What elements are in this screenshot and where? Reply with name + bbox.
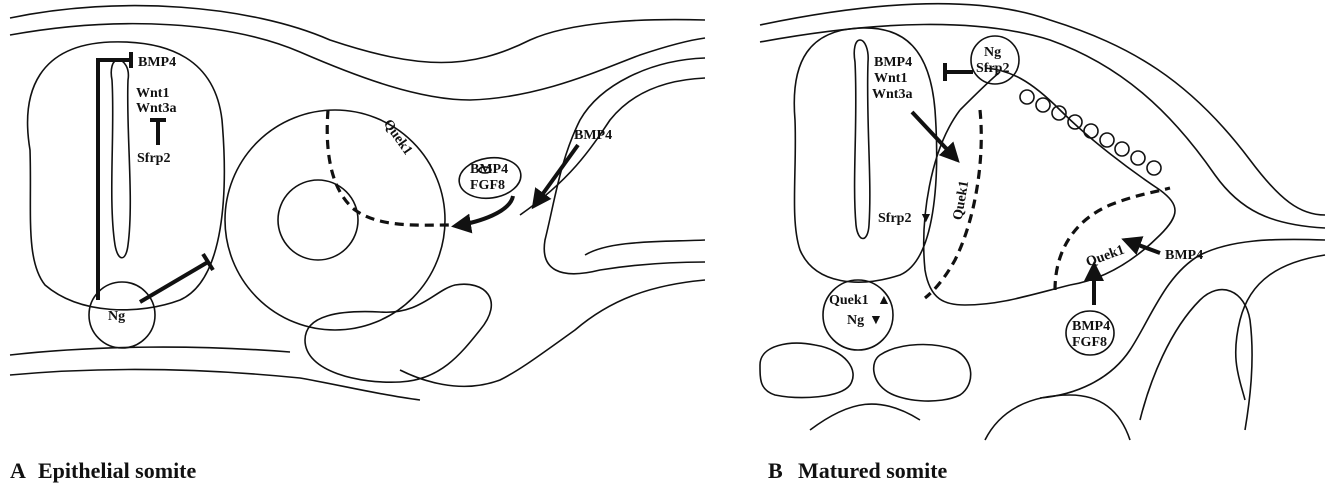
somite-inner — [278, 180, 358, 260]
label-ng-notochord-b: Ng — [847, 313, 864, 328]
label-quek1-left-b: Quek1 — [951, 180, 973, 222]
panel-a: BMP4 Wnt1 Wnt3a Sfrp2 Quek1 BMP4 FGF8 BM… — [10, 6, 705, 483]
lateral-inner-line-2 — [585, 240, 705, 255]
label-bmp4-lateral-b: BMP4 — [1165, 248, 1203, 263]
lateral-bmp4-arrow-a — [534, 145, 578, 206]
panel-b: BMP4 Wnt1 Wnt3a Ng Sfrp2 Quek1 Sfrp2 ▼ Q… — [760, 4, 1325, 483]
lateral-line-b-2 — [1236, 255, 1325, 400]
neural-canal-b — [854, 40, 870, 239]
ng-to-bmp4-inhibition — [98, 60, 130, 300]
somite-outer — [225, 110, 445, 330]
neural-canal — [111, 60, 130, 258]
ectoderm-to-quek1-arrow — [455, 196, 513, 226]
label-ng-a: Ng — [108, 309, 125, 324]
label-fgf8-b: FGF8 — [1072, 335, 1107, 350]
arrow-down-sfrp2-b: ▼ — [919, 211, 933, 226]
neural-tube-b — [794, 28, 936, 282]
label-fgf8-a: FGF8 — [470, 178, 505, 193]
label-wnt1-a: Wnt1 — [136, 86, 169, 101]
arrow-down-ng-b: ▼ — [869, 313, 883, 328]
ventral-line — [10, 347, 290, 355]
label-sfrp2-top-b: Sfrp2 — [976, 61, 1009, 76]
ectoderm-line — [10, 6, 705, 63]
ng-to-somite-inhibition — [140, 262, 208, 302]
label-wnt1-b: Wnt1 — [874, 71, 907, 86]
endoderm-line — [400, 280, 705, 386]
ventral-line-b-2 — [810, 404, 920, 430]
label-quek1-a: Quek1 — [380, 117, 415, 158]
label-bmp4-top-a: BMP4 — [138, 55, 176, 70]
lateral-inner-line — [520, 78, 705, 215]
label-bmp4-ectoderm-b: BMP4 — [1072, 319, 1110, 334]
label-sfrp2-low-b: Sfrp2 — [878, 211, 911, 226]
sclerotome-left — [760, 343, 853, 397]
quek1-domain-right-b — [1055, 188, 1170, 290]
migrating-cells — [1020, 90, 1161, 175]
label-wnt3a-a: Wnt3a — [136, 101, 176, 116]
wnt-to-quek1-arrow — [912, 112, 957, 160]
panel-a-letter: A — [10, 458, 26, 483]
label-ng-top-b: Ng — [984, 45, 1001, 60]
label-quek1-notochord-b: Quek1 — [829, 293, 869, 308]
label-wnt3a-b: Wnt3a — [872, 87, 912, 102]
label-sfrp2-a: Sfrp2 — [137, 151, 170, 166]
somite-lateral-b — [1070, 190, 1175, 285]
panel-b-title: Matured somite — [798, 458, 948, 483]
label-bmp4-ectoderm-a: BMP4 — [470, 162, 508, 177]
label-bmp4-lateral-a: BMP4 — [574, 128, 612, 143]
panel-b-letter: B — [768, 458, 783, 483]
ventral-line-2 — [10, 369, 420, 400]
ventral-line-b — [985, 395, 1130, 440]
label-bmp4-top-b: BMP4 — [874, 55, 912, 70]
ectoderm-line-b-inner — [760, 24, 1325, 228]
arrow-up-quek1-b: ▲ — [877, 293, 891, 308]
sclerotome-right — [874, 345, 971, 402]
aorta-shape — [305, 284, 491, 382]
panel-a-title: Epithelial somite — [38, 458, 197, 483]
ectoderm-line-b — [760, 4, 1325, 215]
